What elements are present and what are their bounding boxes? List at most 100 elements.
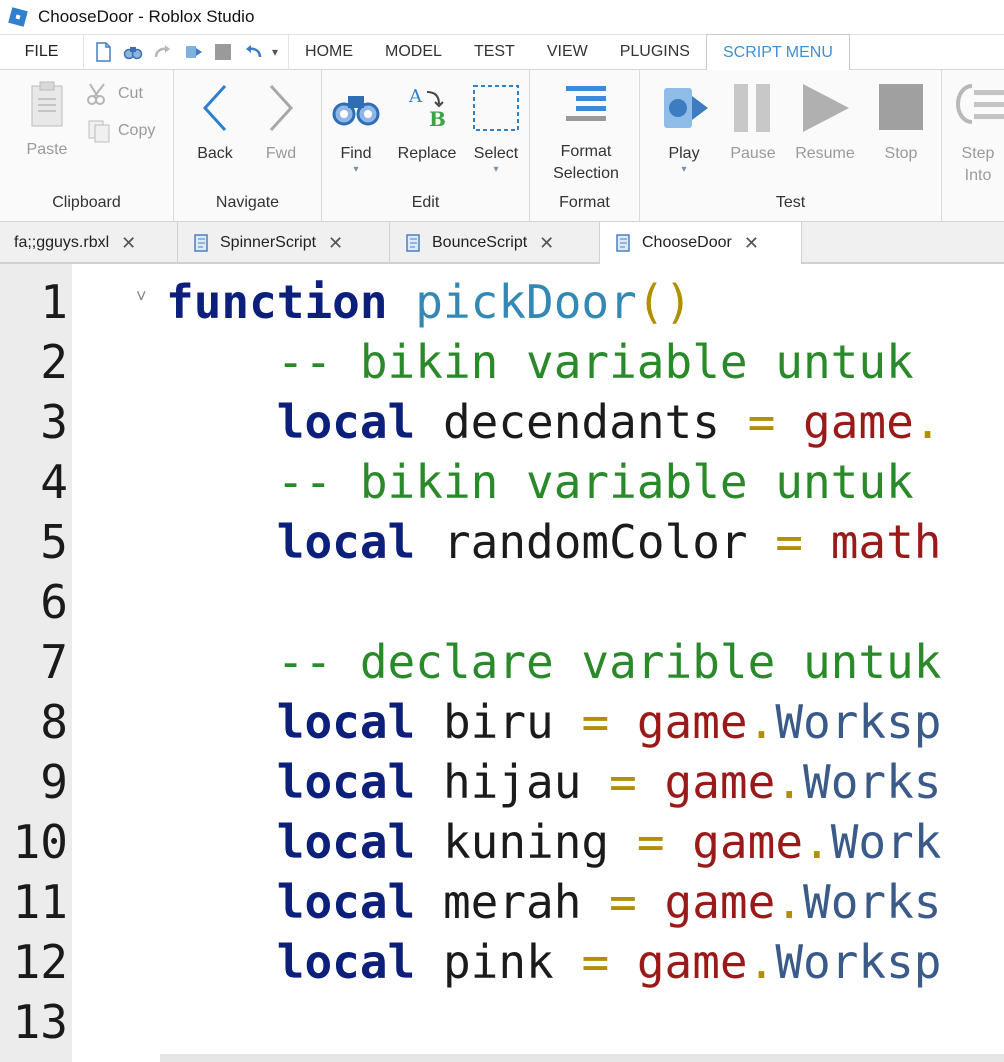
code-text[interactable]: -- bikin variable untuk <box>166 332 914 392</box>
code-text[interactable]: function pickDoor() <box>166 272 692 332</box>
code-token <box>775 395 803 449</box>
scissors-icon <box>87 83 105 105</box>
replace-label: Replace <box>397 145 457 162</box>
close-icon[interactable]: ✕ <box>328 232 344 253</box>
tab-home[interactable]: HOME <box>305 43 354 60</box>
back-button[interactable]: Back <box>190 82 240 165</box>
code-line[interactable]: 5 local randomColor = math <box>0 512 1004 572</box>
doc-tab-spinnerscript[interactable]: SpinnerScript ✕ <box>178 222 390 264</box>
code-line[interactable]: 10 local kuning = game.Work <box>0 812 1004 872</box>
code-token: Works <box>803 755 942 809</box>
stop-small-icon[interactable] <box>212 41 234 63</box>
code-line[interactable]: 2 -- bikin variable untuk <box>0 332 1004 392</box>
code-line[interactable]: 8 local biru = game.Worksp <box>0 692 1004 752</box>
format-selection-button[interactable]: Format Selection <box>538 82 634 185</box>
tab-test[interactable]: TEST <box>473 43 515 60</box>
stop-button[interactable]: Stop <box>872 80 930 165</box>
code-token <box>803 515 831 569</box>
ribbon-tab-bar: FILE ▾ HOME MODEL TEST VIEW PLUGINS SCRI… <box>0 34 1004 71</box>
doc-tab-place[interactable]: fa;;gguys.rbxl ✕ <box>0 222 178 264</box>
new-file-icon[interactable] <box>92 41 114 63</box>
line-number: 6 <box>40 575 68 629</box>
line-number: 11 <box>12 875 68 929</box>
paste-label: Paste <box>26 141 68 158</box>
tab-plugins[interactable]: PLUGINS <box>619 43 690 60</box>
code-line[interactable]: 13 <box>0 992 1004 1052</box>
code-line[interactable]: 11 local merah = game.Works <box>0 872 1004 932</box>
code-line[interactable]: 12 local pink = game.Worksp <box>0 932 1004 992</box>
tab-script-menu[interactable]: SCRIPT MENU <box>705 34 850 71</box>
code-line[interactable]: 3 local decendants = game. <box>0 392 1004 452</box>
line-number: 12 <box>12 935 68 989</box>
select-label: Select <box>473 145 519 162</box>
pause-label: Pause <box>730 145 776 162</box>
cut-label: Cut <box>118 85 143 102</box>
code-token: -- bikin variable untuk <box>276 335 914 389</box>
ribbon: Paste Cut Copy Clipboard Back Fwd Naviga… <box>0 70 1004 222</box>
step-into-button[interactable]: Step Into <box>952 80 1004 187</box>
title-bar: ChooseDoor - Roblox Studio <box>0 0 1004 34</box>
redo-icon[interactable] <box>152 41 174 63</box>
code-line[interactable]: 4 -- bikin variable untuk <box>0 452 1004 512</box>
select-button[interactable]: Select ▾ <box>468 82 524 175</box>
play-dropdown-icon[interactable]: ▾ <box>681 164 687 175</box>
document-tab-bar: fa;;gguys.rbxl ✕ SpinnerScript ✕ BounceS… <box>0 222 1004 264</box>
code-text[interactable]: local decendants = game. <box>166 392 942 452</box>
code-text[interactable]: -- bikin variable untuk <box>166 452 914 512</box>
code-text[interactable]: local pink = game.Worksp <box>166 932 942 992</box>
file-menu-button[interactable]: FILE <box>0 34 84 70</box>
code-token: Work <box>830 815 942 869</box>
code-token: function <box>166 275 388 329</box>
code-token: () <box>636 275 693 329</box>
horizontal-scrollbar[interactable] <box>160 1054 1004 1062</box>
tab-model[interactable]: MODEL <box>385 43 442 60</box>
fold-chevron-icon[interactable]: ˅ <box>136 286 147 306</box>
undo-icon[interactable] <box>242 41 264 63</box>
line-number: 13 <box>12 995 68 1049</box>
quick-access-dropdown-icon[interactable]: ▾ <box>272 45 279 59</box>
code-text[interactable]: local kuning = game.Work <box>166 812 942 872</box>
test-group: Play ▾ Pause Resume Stop Test <box>640 70 942 222</box>
code-token: = <box>581 935 610 989</box>
forward-arrow-icon <box>269 84 294 132</box>
format-group: Format Selection Format <box>530 70 640 222</box>
line-number-gutter <box>0 264 72 1062</box>
code-text[interactable]: -- declare varible untuk <box>166 632 942 692</box>
resume-button[interactable]: Resume <box>790 80 860 165</box>
code-line[interactable]: 9 local hijau = game.Works <box>0 752 1004 812</box>
close-icon[interactable]: ✕ <box>121 232 137 253</box>
find-button[interactable]: Find ▾ <box>328 82 384 175</box>
code-text[interactable]: local hijau = game.Works <box>166 752 942 812</box>
doc-tab-choosedoor[interactable]: ChooseDoor ✕ <box>600 222 802 264</box>
script-icon <box>194 234 208 252</box>
doc-tab-label: fa;;gguys.rbxl <box>14 234 110 251</box>
play-here-icon[interactable] <box>182 41 204 63</box>
find-dropdown-icon[interactable]: ▾ <box>353 164 359 175</box>
pause-button[interactable]: Pause <box>726 80 780 165</box>
doc-tab-bouncescript[interactable]: BounceScript ✕ <box>390 222 600 264</box>
code-token: pink <box>415 935 582 989</box>
code-text[interactable]: local randomColor = math <box>166 512 942 572</box>
code-text[interactable]: local biru = game.Worksp <box>166 692 942 752</box>
tab-view[interactable]: VIEW <box>546 43 588 60</box>
forward-button[interactable]: Fwd <box>256 82 306 165</box>
find-icon[interactable] <box>122 41 144 63</box>
code-line[interactable]: 7 -- declare varible untuk <box>0 632 1004 692</box>
code-text[interactable]: local merah = game.Works <box>166 872 942 932</box>
code-line[interactable]: 6 <box>0 572 1004 632</box>
code-token <box>609 935 637 989</box>
close-icon[interactable]: ✕ <box>743 232 759 253</box>
play-button[interactable]: Play ▾ <box>652 80 716 175</box>
copy-button[interactable]: Copy <box>86 118 155 144</box>
play-icon <box>664 88 708 128</box>
paste-button[interactable]: Paste <box>18 80 76 161</box>
cut-button[interactable]: Cut <box>86 82 143 106</box>
play-label: Play <box>668 145 700 162</box>
close-icon[interactable]: ✕ <box>539 232 555 253</box>
select-dropdown-icon[interactable]: ▾ <box>493 164 499 175</box>
quick-access-toolbar: ▾ <box>84 34 290 70</box>
